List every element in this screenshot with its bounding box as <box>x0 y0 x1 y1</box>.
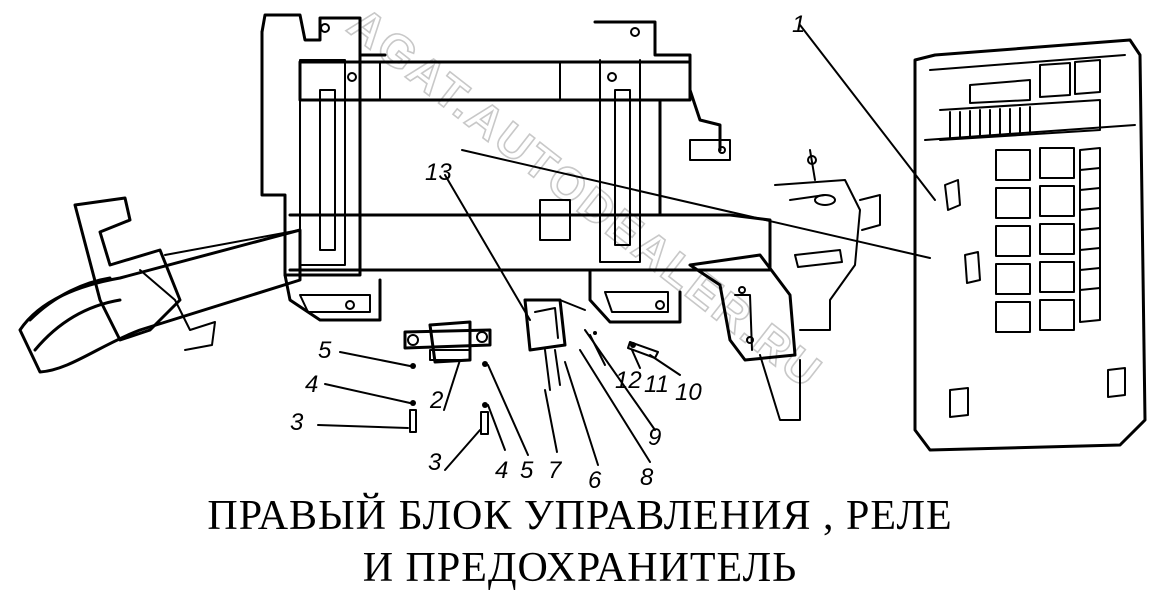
callout-10: 10 <box>675 379 702 406</box>
caption-line-2: И ПРЕДОХРАНИТЕЛЬ <box>362 545 798 591</box>
mounting-frame <box>260 13 772 324</box>
callout-11: 11 <box>644 371 669 398</box>
callout-6: 6 <box>588 467 602 494</box>
relay-grid <box>995 147 1075 333</box>
callout-7: 7 <box>548 457 563 484</box>
relay-part-2 <box>403 320 492 364</box>
leader-lines <box>317 24 936 471</box>
callout-4a: 4 <box>305 371 318 398</box>
callout-labels: 1 2 3 3 4 4 5 5 6 7 8 9 10 11 12 13 <box>290 11 805 494</box>
callout-1: 1 <box>792 11 805 38</box>
watermark: AGAT.AUTODEALER.RU <box>339 0 833 399</box>
callout-12: 12 <box>615 367 642 394</box>
caption-line-1: ПРАВЫЙ БЛОК УПРАВЛЕНИЯ , РЕЛЕ <box>207 493 953 539</box>
callout-3a: 3 <box>290 409 304 436</box>
callout-3b: 3 <box>428 449 442 476</box>
callout-5b: 5 <box>520 457 534 484</box>
callout-8: 8 <box>640 464 654 491</box>
callout-4b: 4 <box>495 457 508 484</box>
steering-column <box>18 196 302 374</box>
callout-5a: 5 <box>318 337 332 364</box>
connector-part-7 <box>523 298 586 391</box>
callout-2: 2 <box>429 387 443 414</box>
callout-13: 13 <box>425 159 452 186</box>
side-bracket <box>688 149 881 421</box>
fuse-relay-block <box>913 38 1147 452</box>
callout-9: 9 <box>648 424 661 451</box>
